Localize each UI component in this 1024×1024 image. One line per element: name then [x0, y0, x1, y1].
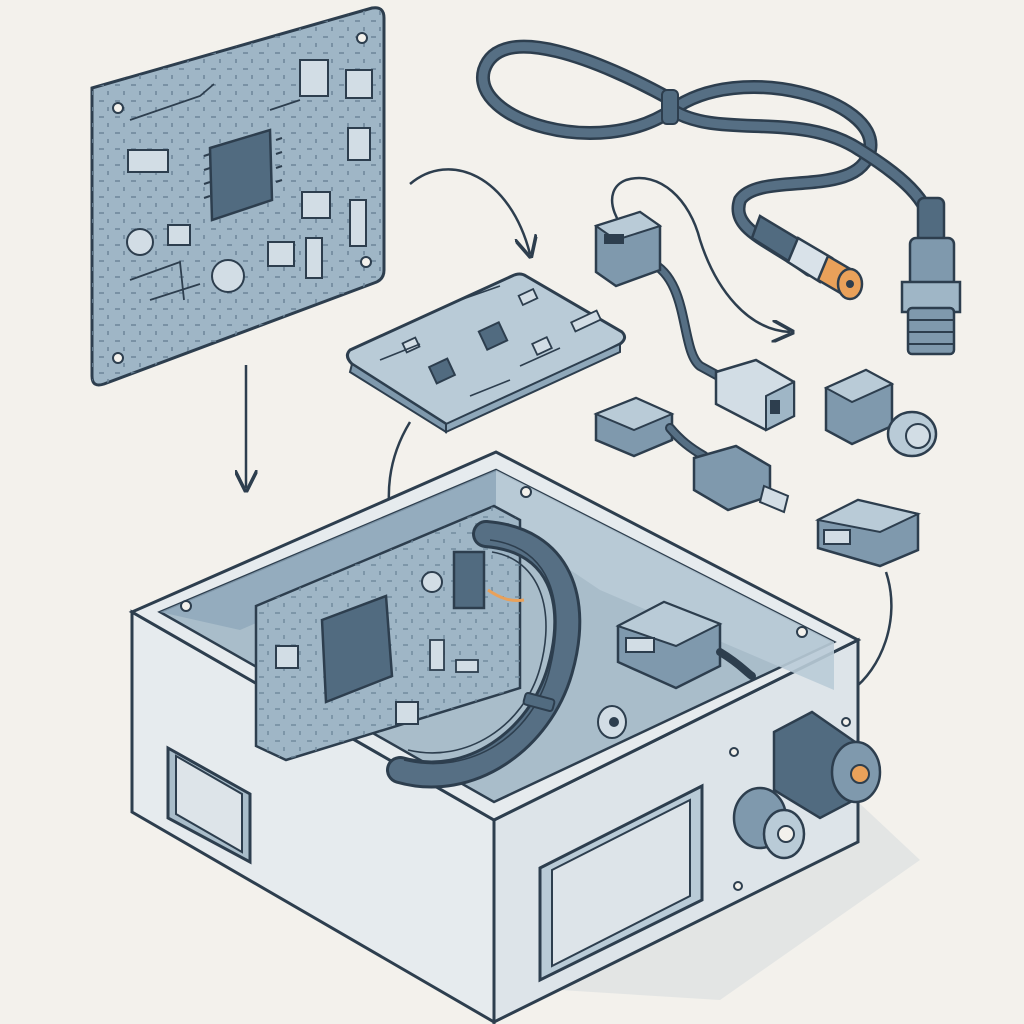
- connector-block-3: [823, 368, 938, 458]
- dc-plug-icon: [750, 214, 864, 301]
- open-enclosure: [128, 450, 920, 1024]
- microchip-icon: [203, 128, 283, 222]
- barrel-jack-icon: [772, 710, 882, 820]
- panel-jack-icon: [732, 786, 806, 860]
- large-circuit-board: [90, 6, 386, 387]
- connectors: [593, 176, 938, 568]
- round-connector-icon: [900, 196, 962, 356]
- wire-bundle: [386, 520, 582, 789]
- connector-block-1: [593, 210, 663, 288]
- internal-connector: [597, 600, 756, 739]
- connector-block-2: [714, 358, 796, 432]
- mounted-circuit-board: [254, 504, 522, 762]
- small-circuit-board: [345, 272, 627, 434]
- connector-block-5: [814, 498, 922, 568]
- coiled-cable: [476, 39, 962, 356]
- connector-block-4: [593, 396, 790, 514]
